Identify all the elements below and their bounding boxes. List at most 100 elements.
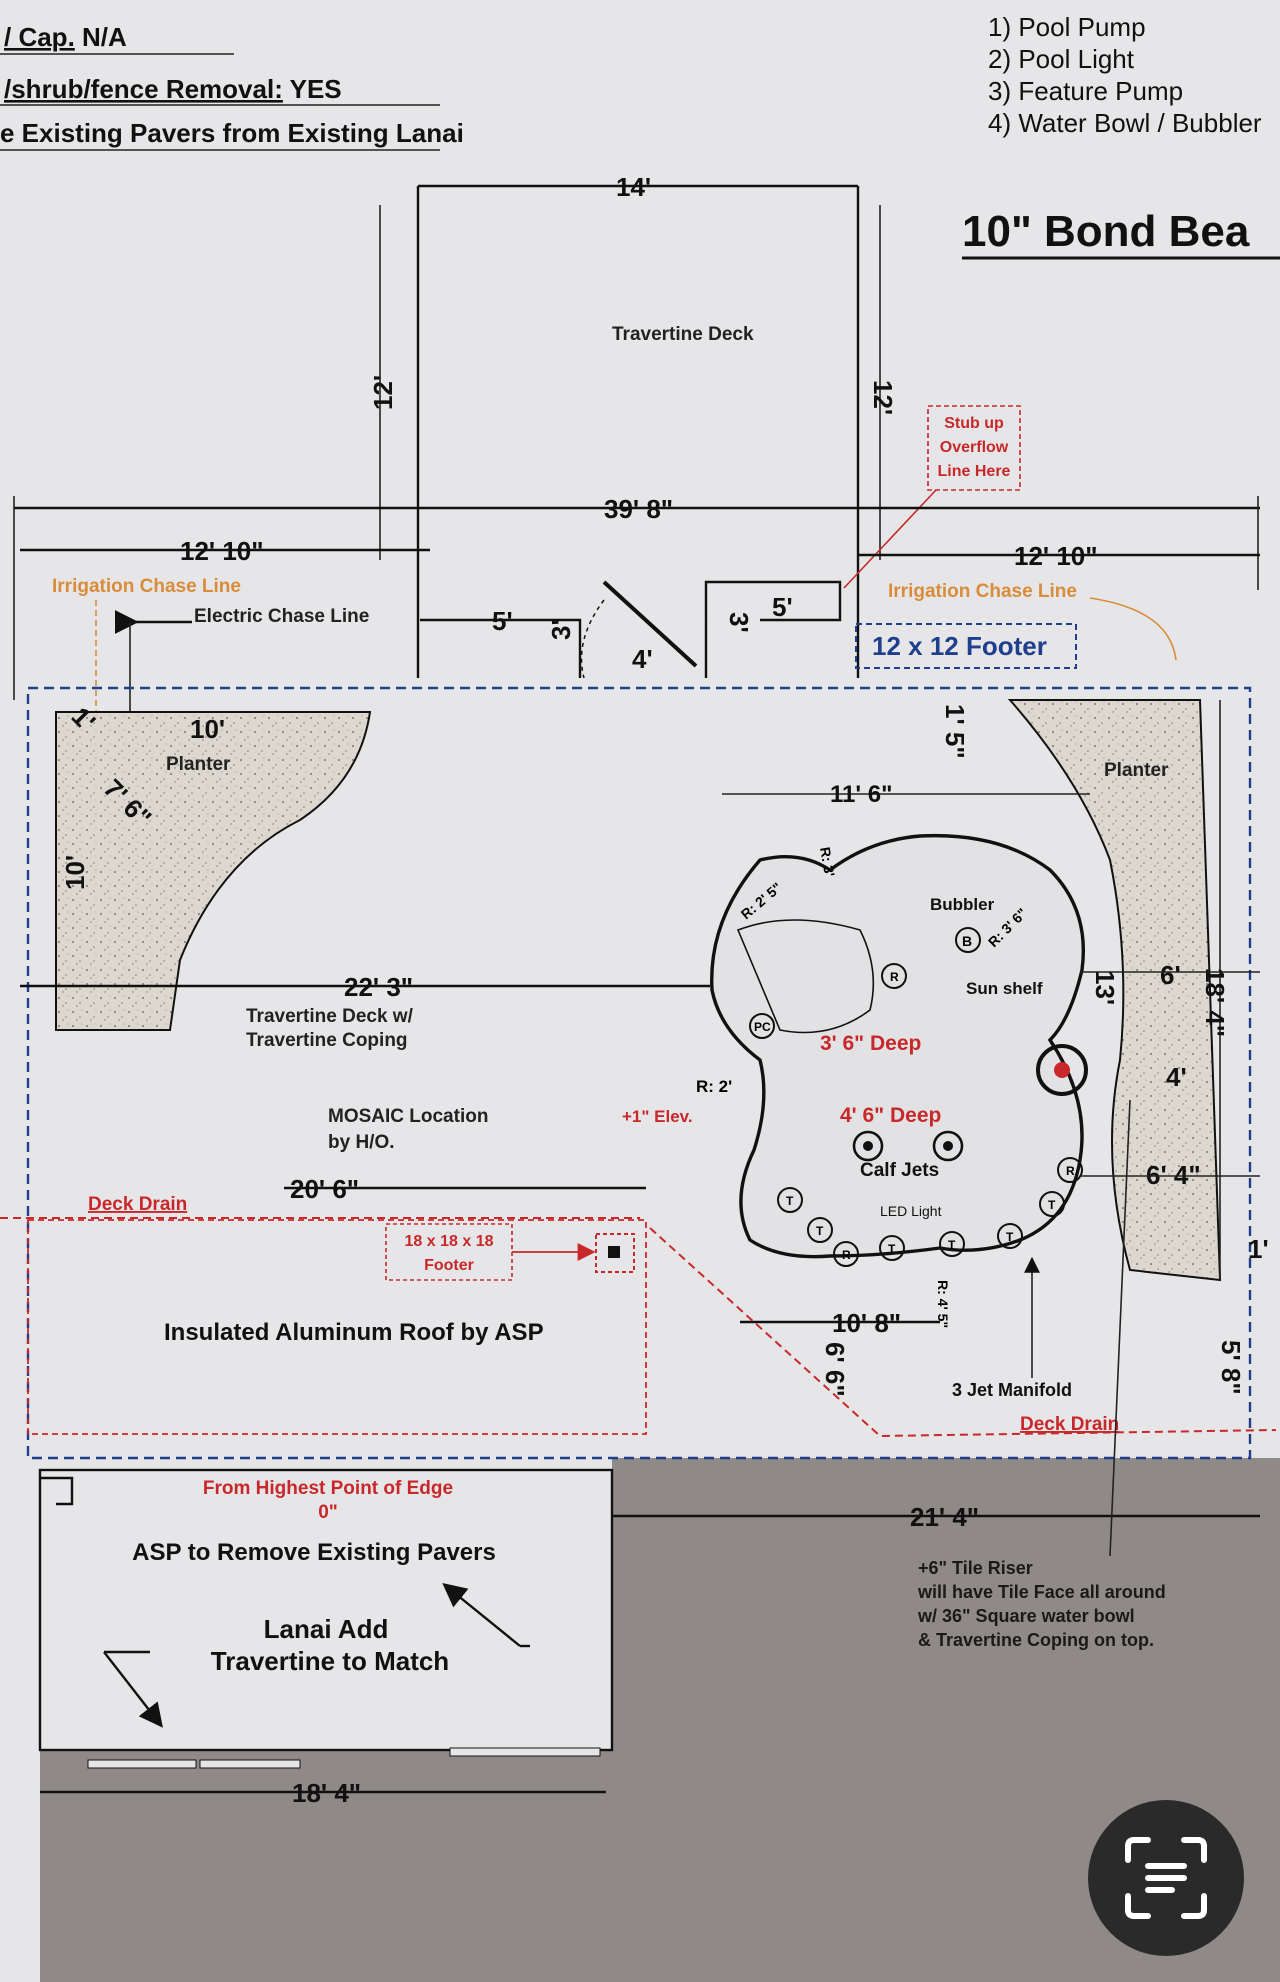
svg-text:& Travertine Coping on top.: & Travertine Coping on top. — [918, 1630, 1154, 1650]
property-boundary — [26, 686, 1252, 1460]
asp-remove-label: ASP to Remove Existing Pavers — [132, 1539, 496, 1566]
svg-text:by H/O.: by H/O. — [328, 1132, 395, 1153]
dim-top-left-height: 12' — [368, 375, 398, 410]
svg-text:B: B — [962, 933, 972, 949]
svg-text:10': 10' — [60, 855, 90, 890]
svg-text:will have Tile Face all around: will have Tile Face all around — [917, 1582, 1166, 1602]
svg-text:6': 6' — [1160, 960, 1181, 990]
pool-depth-shallow: 3' 6" Deep — [820, 1032, 921, 1055]
svg-text:5': 5' — [772, 592, 793, 622]
svg-text:R: R — [890, 970, 899, 984]
pool-bubbler: Bubbler — [930, 895, 995, 914]
svg-text:R: 2': R: 2' — [696, 1077, 732, 1096]
dim-pool-width: 11' 6" — [830, 781, 892, 808]
dim-top-right-height: 12' — [868, 380, 898, 415]
roof-area — [27, 1219, 647, 1435]
svg-text:T: T — [1048, 1198, 1056, 1212]
svg-text:Planter: Planter — [1104, 760, 1169, 781]
elevation-label: +1" Elev. — [622, 1107, 693, 1126]
svg-text:3': 3' — [724, 612, 754, 633]
pool-sun-shelf: Sun shelf — [966, 979, 1043, 998]
svg-text:Footer: Footer — [424, 1257, 474, 1274]
planter-right — [1007, 699, 1222, 1282]
irrigation-left-label: Irrigation Chase Line — [52, 576, 241, 597]
roof-label: Insulated Aluminum Roof by ASP — [164, 1319, 544, 1346]
svg-text:T: T — [948, 1238, 956, 1252]
footer-12-label: 12 x 12 Footer — [872, 631, 1047, 661]
mosaic-label: MOSAIC Location — [328, 1106, 488, 1127]
scan-text-button[interactable] — [1088, 1800, 1244, 1956]
svg-text:4': 4' — [1166, 1062, 1187, 1092]
svg-text:R: 3': R: 3' — [817, 846, 838, 878]
dim-right-width: 12' 10" — [1014, 541, 1098, 571]
svg-text:T: T — [1006, 1230, 1014, 1244]
deck-drain-right: Deck Drain — [1020, 1414, 1119, 1435]
dim-left-width: 12' 10" — [180, 536, 264, 566]
legend-item: 4) Water Bowl / Bubbler — [988, 108, 1262, 138]
header-removal: /shrub/fence Removal: YES — [4, 74, 342, 104]
svg-text:R: R — [842, 1248, 851, 1262]
svg-text:Travertine to Match: Travertine to Match — [211, 1646, 449, 1676]
dim-bottom-width: 18' 4" — [292, 1778, 361, 1808]
svg-text:T: T — [888, 1242, 896, 1256]
svg-text:Overflow: Overflow — [940, 439, 1009, 456]
dim-roof-width: 20' 6" — [290, 1174, 359, 1204]
header-pavers: e Existing Pavers from Existing Lanai — [0, 118, 464, 148]
electric-label: Electric Chase Line — [194, 606, 369, 627]
svg-text:Travertine Coping: Travertine Coping — [246, 1030, 408, 1051]
water-bowl — [1036, 1044, 1088, 1096]
scan-text-icon — [1125, 1837, 1207, 1919]
deck-coping-label: Travertine Deck w/ — [246, 1006, 414, 1027]
svg-text:10': 10' — [190, 714, 225, 744]
deck-drain-left: Deck Drain — [88, 1194, 187, 1215]
svg-text:+6" Tile Riser: +6" Tile Riser — [918, 1558, 1033, 1578]
existing-pavers-bottom — [40, 1750, 620, 1982]
svg-text:18 x 18 x 18: 18 x 18 x 18 — [405, 1233, 494, 1250]
tile-riser-note: +6" Tile Riser will have Tile Face all a… — [917, 1558, 1166, 1650]
door-steps: 5' 3' 4' 3' 5' — [420, 580, 842, 679]
svg-text:T: T — [786, 1194, 794, 1208]
svg-text:0": 0" — [318, 1502, 338, 1523]
lanai-label: Lanai Add — [264, 1614, 389, 1644]
top-deck: 14' 12' 12' Travertine Deck — [368, 172, 898, 678]
planter-left — [55, 711, 372, 1031]
top-deck-label: Travertine Deck — [612, 324, 754, 345]
svg-text:6' 4": 6' 4" — [1146, 1160, 1201, 1190]
svg-text:T: T — [816, 1224, 824, 1238]
svg-text:5' 8": 5' 8" — [1216, 1340, 1246, 1395]
manifold-label: 3 Jet Manifold — [952, 1380, 1072, 1400]
pool-calf-jets: Calf Jets — [860, 1160, 939, 1181]
dim-deck-width: 22' 3" — [344, 972, 413, 1002]
svg-text:R: R — [1066, 1164, 1075, 1178]
beam-title: 10" Bond Bea — [962, 207, 1250, 256]
lanai-area — [38, 1468, 614, 1752]
legend-item: 1) Pool Pump — [988, 12, 1146, 42]
pool-depth-deep: 4' 6" Deep — [840, 1104, 941, 1127]
dim-overall: 39' 8" — [604, 494, 673, 524]
header-cap: / Cap. N/A — [4, 22, 127, 52]
pool-led: LED Light — [880, 1203, 942, 1219]
svg-text:PC: PC — [754, 1020, 771, 1034]
svg-text:1' 5": 1' 5" — [940, 704, 970, 759]
legend-item: 2) Pool Light — [988, 44, 1135, 74]
footer-12-box — [855, 623, 1077, 669]
svg-text:Line Here: Line Here — [938, 463, 1011, 480]
svg-text:4': 4' — [632, 644, 653, 674]
svg-text:5': 5' — [492, 606, 513, 636]
irrigation-right-label: Irrigation Chase Line — [888, 581, 1077, 602]
equipment-legend: 1) Pool Pump 2) Pool Light 3) Feature Pu… — [988, 12, 1262, 138]
svg-text:3': 3' — [546, 619, 576, 640]
svg-text:6' 6": 6' 6" — [820, 1342, 850, 1397]
svg-text:Stub up: Stub up — [944, 415, 1004, 432]
dim-pool-bottom: 10' 8" — [832, 1308, 901, 1338]
highest-point-label: From Highest Point of Edge — [203, 1478, 453, 1499]
svg-text:13': 13' — [1090, 970, 1120, 1005]
svg-text:Planter: Planter — [166, 754, 231, 775]
pool-fixtures: T T R T T T T R PC R — [749, 963, 1083, 1267]
dim-lanai-width: 21' 4" — [910, 1502, 979, 1532]
legend-item: 3) Feature Pump — [988, 76, 1183, 106]
svg-text:18' 4": 18' 4" — [1200, 968, 1230, 1037]
pool-outline — [710, 833, 1086, 1259]
dim-top-width: 14' — [616, 172, 651, 202]
